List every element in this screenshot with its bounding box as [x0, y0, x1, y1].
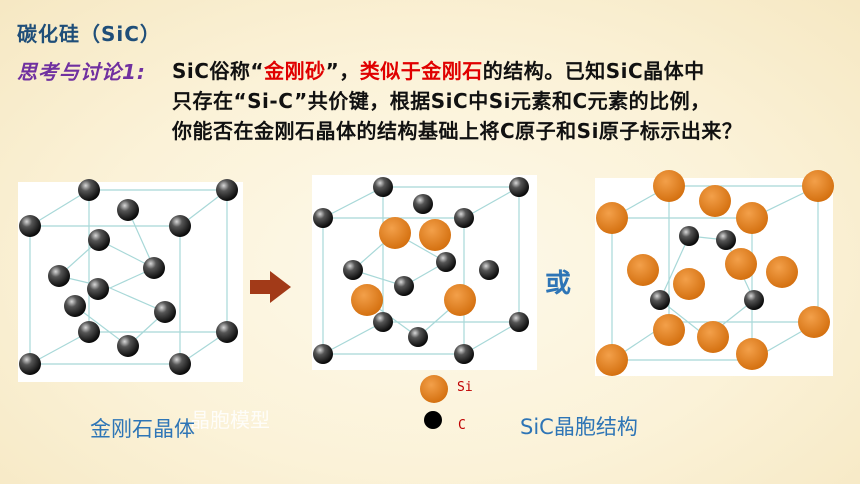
carbon-atom [454, 208, 474, 228]
carbon-atom [143, 257, 165, 279]
carbon-atom [48, 265, 70, 287]
carbon-atom [313, 208, 333, 228]
carbon-atom [454, 344, 474, 364]
silicon-atom [736, 338, 768, 370]
carbon-atom [87, 278, 109, 300]
carbon-atom [169, 215, 191, 237]
silicon-atom [699, 185, 731, 217]
silicon-atom [802, 170, 834, 202]
silicon-atom [419, 219, 451, 251]
or-label: 或 [545, 269, 572, 299]
legend-si-label: Si [457, 380, 473, 395]
silicon-atom [798, 306, 830, 338]
question-line-1: SiC俗称“金刚砂”，类似于金刚石的结构。已知SiC晶体中 [172, 56, 852, 86]
carbon-atom [154, 301, 176, 323]
carbon-atom [78, 179, 100, 201]
question-line-2: 只存在“Si-C”共价键，根据SiC中Si元素和C元素的比例， [172, 89, 711, 113]
arrow-right-icon [250, 271, 291, 303]
sic-cell-1-atoms [313, 177, 529, 364]
carbon-atom [313, 344, 333, 364]
silicon-atom [351, 284, 383, 316]
sic-cell-2-atoms [596, 170, 834, 376]
carbon-atom [64, 295, 86, 317]
carbon-atom [117, 335, 139, 357]
silicon-atom [697, 321, 729, 353]
carbon-atom [716, 230, 736, 250]
carbon-atom [436, 252, 456, 272]
question-label: 思考与讨论1: [17, 60, 146, 84]
silicon-atom [627, 254, 659, 286]
carbon-atom [117, 199, 139, 221]
carbon-atom [394, 276, 414, 296]
question-text: SiC俗称“金刚砂”，类似于金刚石的结构。已知SiC晶体中 只存在“Si-C”共… [172, 56, 852, 146]
silicon-atom [444, 284, 476, 316]
silicon-atom [653, 314, 685, 346]
carbon-atom [509, 312, 529, 332]
carbon-atom [679, 226, 699, 246]
carbon-atom [373, 177, 393, 197]
sic-caption: SiC晶胞结构 [520, 415, 638, 439]
silicon-atom [653, 170, 685, 202]
silicon-atom [379, 217, 411, 249]
silicon-atom [596, 344, 628, 376]
carbon-atom [413, 194, 433, 214]
carbon-atom [78, 321, 100, 343]
silicon-atom [725, 248, 757, 280]
carbon-atom [19, 215, 41, 237]
carbon-atom [650, 290, 670, 310]
legend-c-swatch [424, 411, 442, 429]
ghost-caption: 晶胞模型 [190, 408, 270, 432]
carbon-atom [88, 229, 110, 251]
carbon-atom [19, 353, 41, 375]
carbon-atom [479, 260, 499, 280]
highlight-similar-diamond: 类似于金刚石 [359, 59, 483, 83]
silicon-atom [766, 256, 798, 288]
carbon-atom [169, 353, 191, 375]
question-text-part: SiC俗称“ [172, 59, 265, 83]
carbon-atom [216, 179, 238, 201]
carbon-atom [343, 260, 363, 280]
carbon-atom [744, 290, 764, 310]
legend-c-label: C [458, 418, 466, 433]
page-title: 碳化硅（SiC） [17, 22, 161, 46]
question-text-part: ”， [325, 59, 360, 83]
carbon-atom [216, 321, 238, 343]
carbon-atom [509, 177, 529, 197]
question-line-3: 你能否在金刚石晶体的结构基础上将C原子和Si原子标示出来？ [172, 119, 743, 143]
silicon-atom [673, 268, 705, 300]
carbon-atom [373, 312, 393, 332]
legend-si-swatch [420, 375, 448, 403]
diamond-atoms [19, 179, 238, 375]
highlight-jingangsha: 金刚砂 [264, 59, 326, 83]
carbon-atom [408, 327, 428, 347]
silicon-atom [596, 202, 628, 234]
diamond-caption: 金刚石晶体 [90, 417, 195, 441]
silicon-atom [736, 202, 768, 234]
question-text-part: 的结构。已知SiC晶体中 [482, 59, 705, 83]
